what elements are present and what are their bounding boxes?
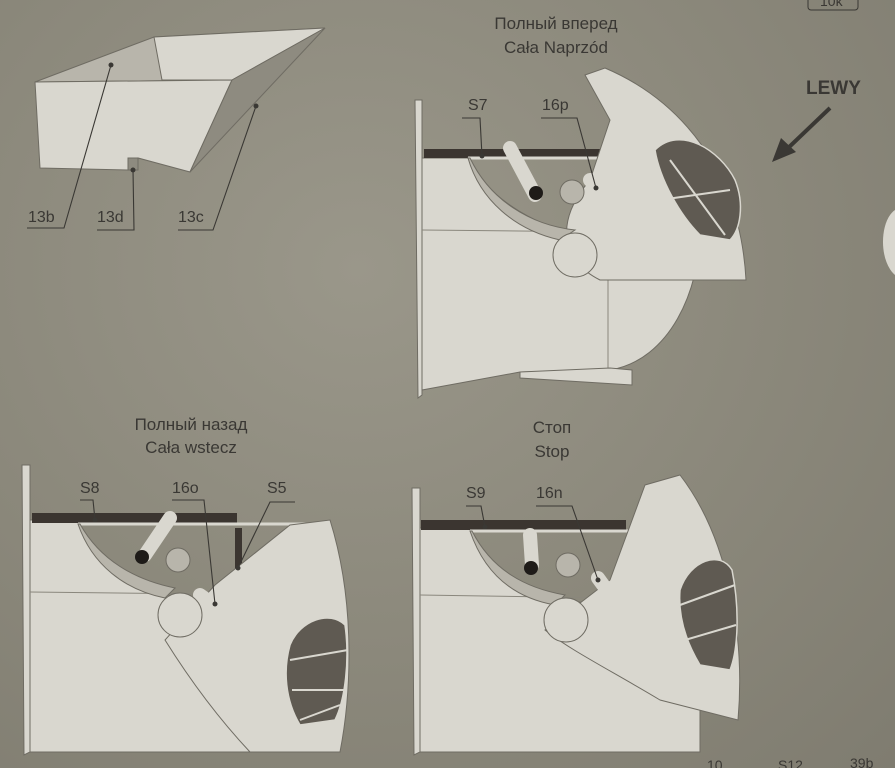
leader-16o	[172, 499, 216, 605]
rail-s8	[32, 513, 237, 523]
edge-fragment-shape	[882, 210, 895, 275]
side-edge	[414, 99, 423, 399]
box-side-face	[189, 27, 326, 173]
side-label-lewy: LEWY	[806, 78, 861, 99]
label-s7: S7	[468, 97, 488, 114]
dial-plate	[544, 474, 741, 721]
telegraph-full-ahead	[414, 67, 747, 399]
caption-full-astern-pl: Cała wstecz	[145, 438, 237, 457]
telegraph-full-astern	[21, 464, 350, 756]
rail-s9	[421, 520, 626, 530]
dial-window	[678, 559, 738, 671]
leader-s5	[237, 501, 295, 569]
fragment-bottom-b: S12	[778, 757, 803, 768]
label-13c: 13c	[178, 209, 204, 226]
pivot-hub	[559, 179, 585, 205]
caption-stop-ru: Стоп	[533, 418, 572, 437]
leader-s9	[466, 505, 486, 528]
fragment-bottom-c: 39b	[850, 755, 874, 768]
box-notch	[127, 157, 139, 171]
leader-13b	[27, 64, 112, 229]
lever-16o	[138, 511, 177, 562]
label-16p: 16p	[542, 97, 569, 114]
lever-16p	[503, 141, 542, 202]
label-13b: 13b	[28, 209, 55, 226]
handle-16o	[193, 588, 239, 625]
fragment-top-right: 10k	[820, 0, 844, 9]
handle-16p	[583, 173, 617, 212]
fragment-box	[807, 0, 859, 11]
label-16n: 16n	[536, 485, 563, 502]
label-s9: S9	[466, 485, 486, 502]
side-edge	[21, 464, 31, 756]
dial-window	[285, 617, 348, 726]
rail-s7	[424, 149, 624, 158]
arc-guide	[77, 523, 177, 599]
base-disc	[552, 232, 598, 278]
fragment-bottom-a: 10	[707, 757, 723, 768]
caption-full-ahead-pl: Cała Naprzód	[504, 38, 608, 57]
label-13d: 13d	[97, 209, 124, 226]
label-s8: S8	[80, 480, 100, 497]
leader-13d	[97, 169, 135, 231]
pivot-dark	[529, 186, 543, 200]
direction-arrow	[772, 106, 832, 162]
post-s5	[235, 528, 242, 590]
leader-16p	[541, 117, 597, 189]
telegraph-stop	[411, 474, 741, 756]
base-foot	[519, 367, 633, 386]
caption-stop-pl: Stop	[535, 442, 570, 461]
caption-full-astern-ru: Полный назад	[135, 415, 248, 434]
label-16o: 16o	[172, 480, 199, 497]
leader-16n	[536, 505, 599, 581]
part-13-box	[27, 27, 326, 231]
leader-13c	[178, 105, 257, 231]
leader-s7	[462, 117, 483, 157]
label-s5: S5	[267, 480, 287, 497]
side-edge	[411, 487, 421, 756]
caption-full-ahead-ru: Полный вперед	[494, 14, 617, 33]
handle-16n	[591, 571, 621, 607]
leader-s8	[80, 499, 96, 521]
lever-16n	[523, 528, 539, 572]
